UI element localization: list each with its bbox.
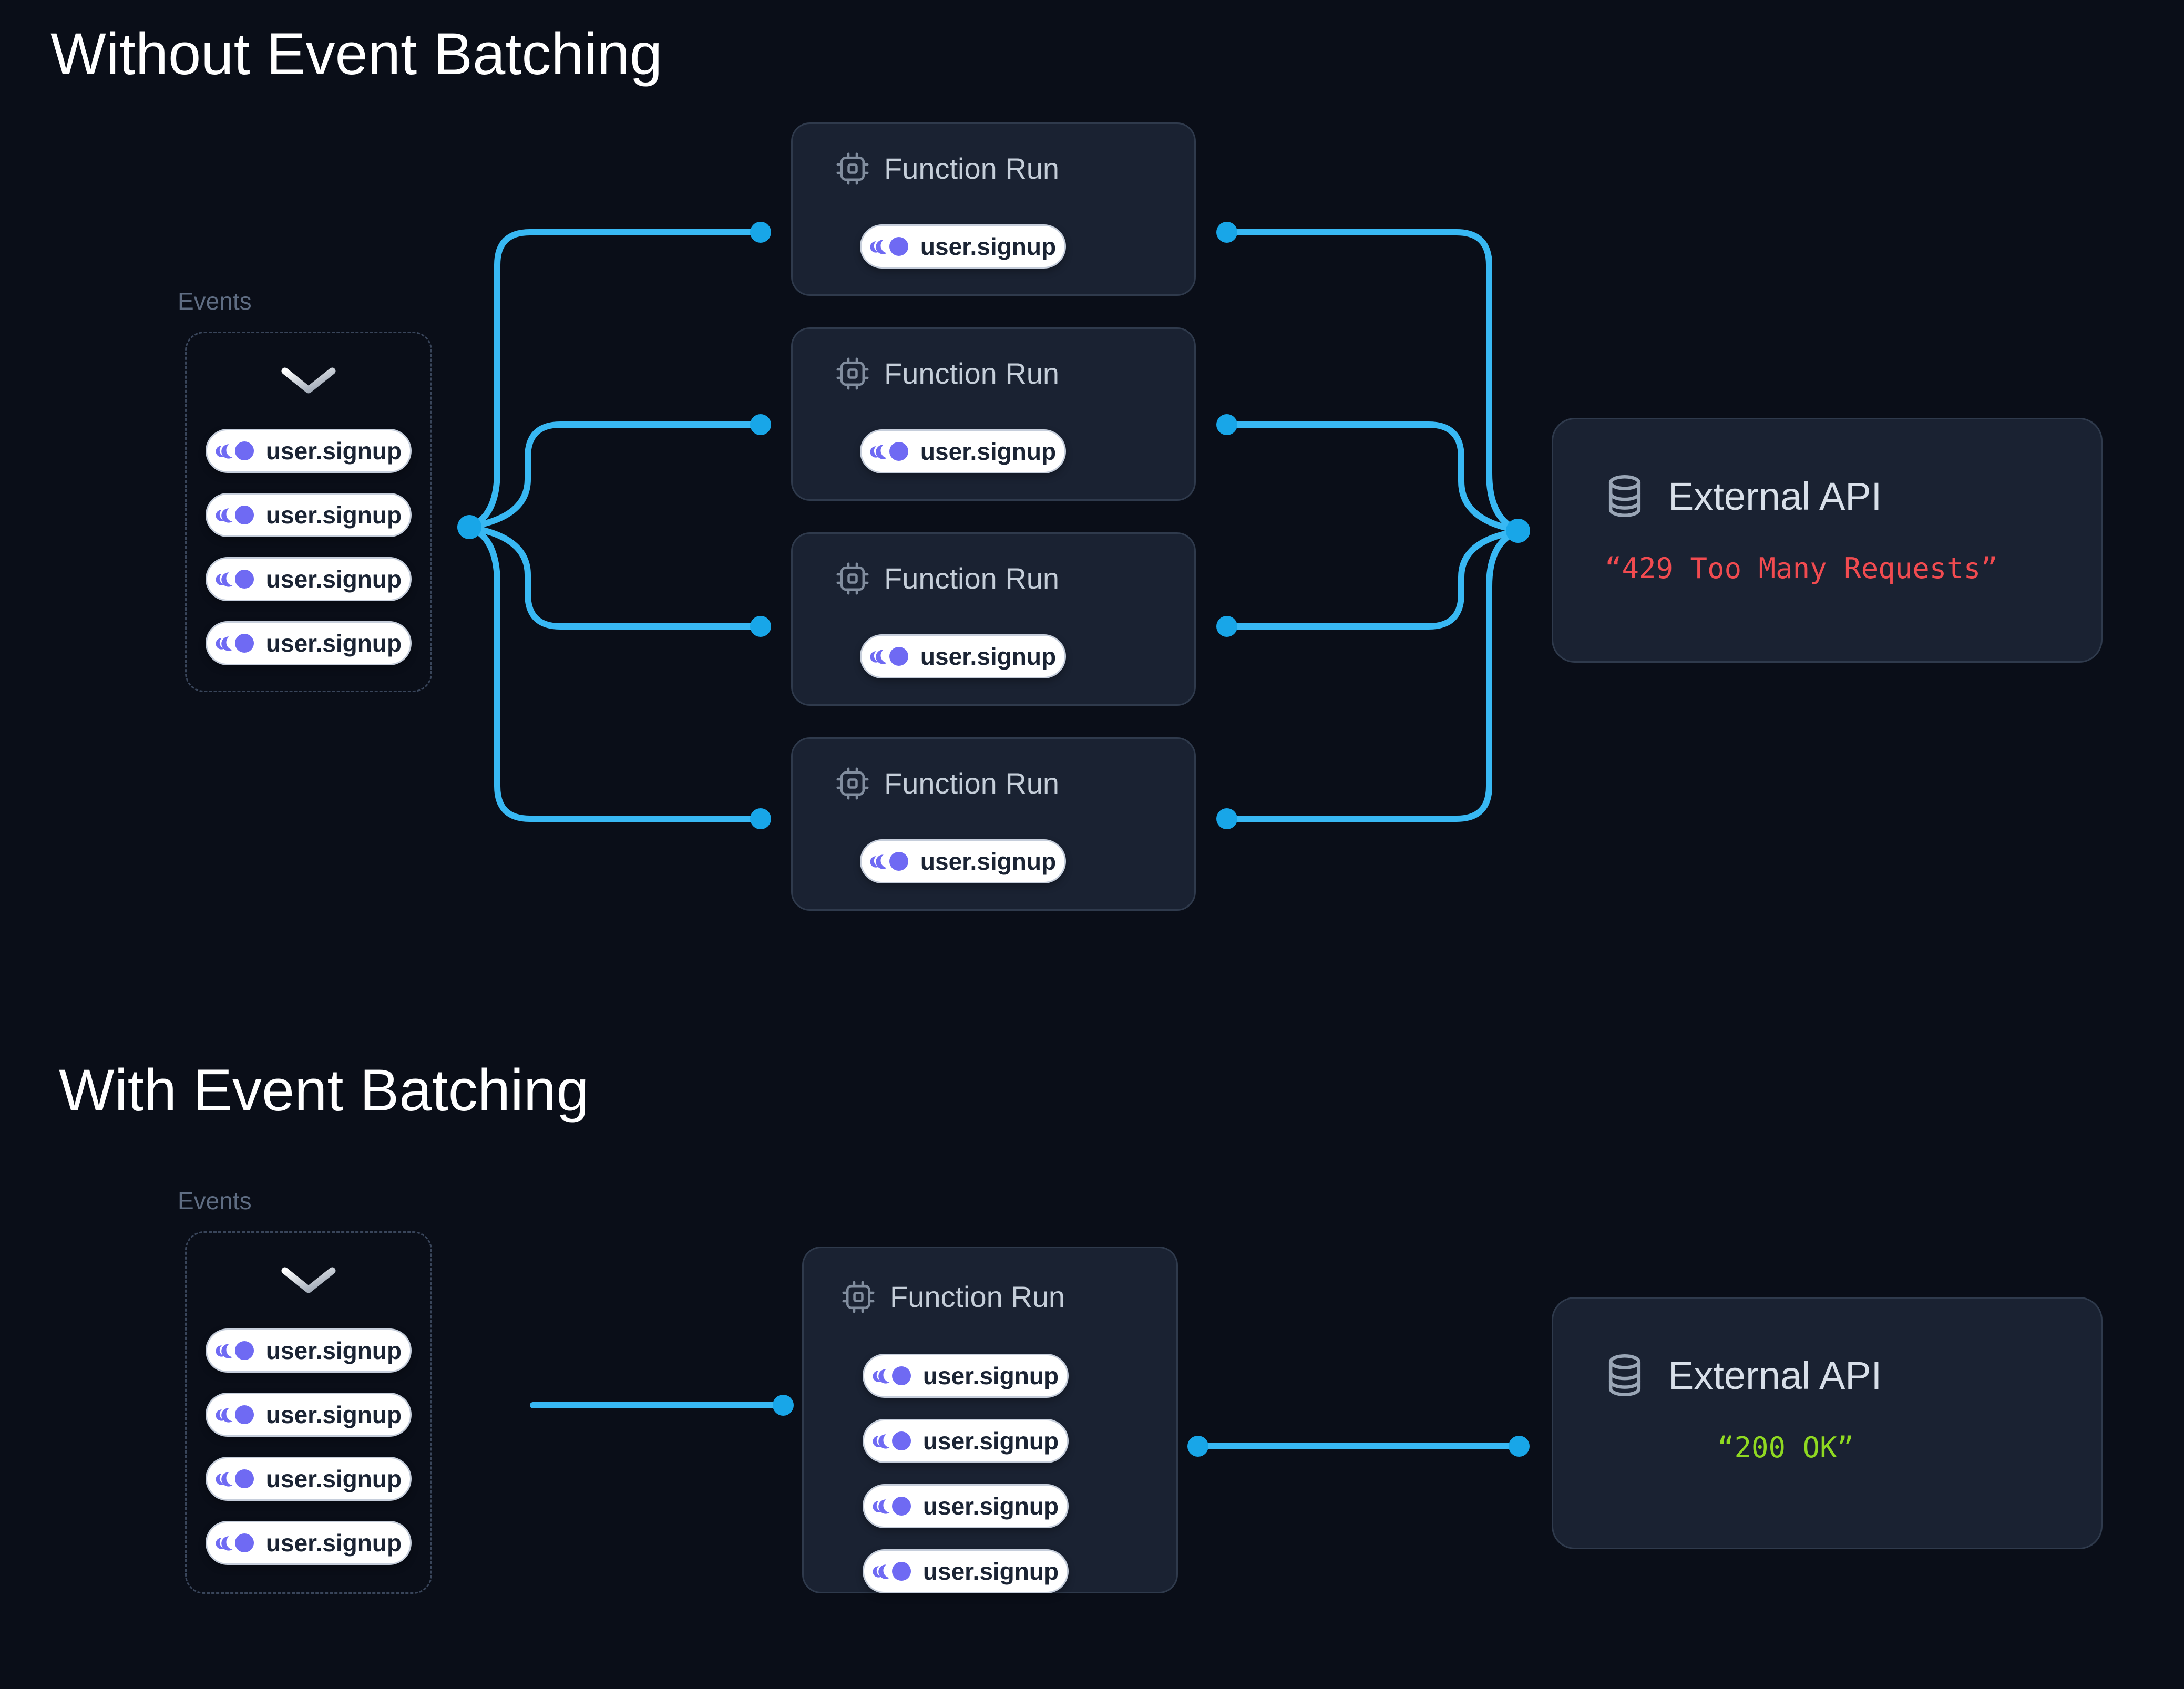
connector-run-2-to-api [1224, 421, 1518, 533]
connector-events-to-run-2 [470, 421, 764, 529]
node-dot [750, 808, 771, 829]
connector-run-4-to-api [1224, 529, 1519, 822]
node-dot [1216, 414, 1237, 435]
node-dot [1216, 222, 1237, 243]
node-dot [750, 616, 771, 637]
connector-events-to-run-4 [469, 526, 764, 822]
node-dot [1509, 1436, 1530, 1457]
connector-events-to-run-3 [470, 525, 764, 630]
node-dot [457, 515, 481, 539]
node-dot [1216, 616, 1237, 637]
node-dot [1187, 1436, 1208, 1457]
node-dot [750, 414, 771, 435]
connector-events-to-run-1 [469, 229, 764, 529]
connector-run-1-to-api [1224, 229, 1519, 532]
node-dot [1506, 519, 1530, 543]
node-dot [773, 1395, 794, 1416]
node-dot [750, 222, 771, 243]
node-dot [1216, 808, 1237, 829]
connector-run-3-to-api [1224, 529, 1518, 630]
